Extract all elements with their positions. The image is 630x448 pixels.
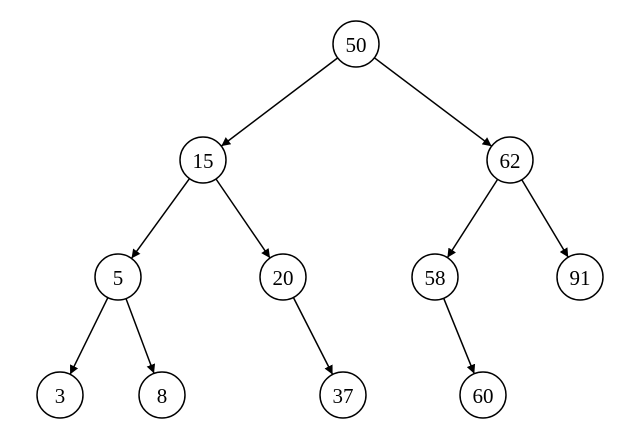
- node-circle: [411, 253, 459, 301]
- tree-node-15: 15: [179, 136, 227, 184]
- edge-15-to-5: [130, 178, 191, 259]
- tree-node-62: 62: [486, 136, 534, 184]
- node-circle: [179, 136, 227, 184]
- edge-5-to-8: [125, 298, 156, 374]
- node-circle: [556, 253, 604, 301]
- node-label: 20: [273, 266, 294, 290]
- node-label: 3: [55, 384, 66, 408]
- node-circle: [138, 371, 186, 419]
- node-label: 60: [473, 384, 494, 408]
- node-circle: [332, 20, 380, 68]
- tree-node-3: 3: [36, 371, 84, 419]
- node-label: 8: [157, 384, 168, 408]
- tree-node-37: 37: [319, 371, 367, 419]
- node-label: 37: [333, 384, 354, 408]
- nodes-layer: 50 15 62 5 20 58 91 3 8 37 60: [36, 20, 604, 419]
- edge-58-to-60: [443, 298, 476, 374]
- edge-5-to-3: [69, 297, 109, 375]
- tree-node-20: 20: [259, 253, 307, 301]
- node-circle: [459, 371, 507, 419]
- tree-node-60: 60: [459, 371, 507, 419]
- edge-15-to-20: [215, 178, 271, 259]
- node-label: 58: [425, 266, 446, 290]
- node-label: 62: [500, 149, 521, 173]
- edge-50-to-62: [373, 57, 493, 147]
- node-circle: [36, 371, 84, 419]
- tree-node-58: 58: [411, 253, 459, 301]
- node-label: 50: [346, 33, 367, 57]
- tree-node-91: 91: [556, 253, 604, 301]
- node-label: 15: [193, 149, 214, 173]
- node-circle: [94, 253, 142, 301]
- edges-layer: [69, 57, 569, 375]
- edge-20-to-37: [292, 297, 334, 375]
- node-circle: [319, 371, 367, 419]
- tree-node-50: 50: [332, 20, 380, 68]
- tree-node-8: 8: [138, 371, 186, 419]
- node-circle: [486, 136, 534, 184]
- node-label: 5: [113, 266, 124, 290]
- edge-50-to-15: [220, 57, 339, 147]
- edge-62-to-91: [521, 179, 569, 258]
- node-label: 91: [570, 266, 591, 290]
- edge-62-to-58: [446, 178, 499, 259]
- tree-node-5: 5: [94, 253, 142, 301]
- node-circle: [259, 253, 307, 301]
